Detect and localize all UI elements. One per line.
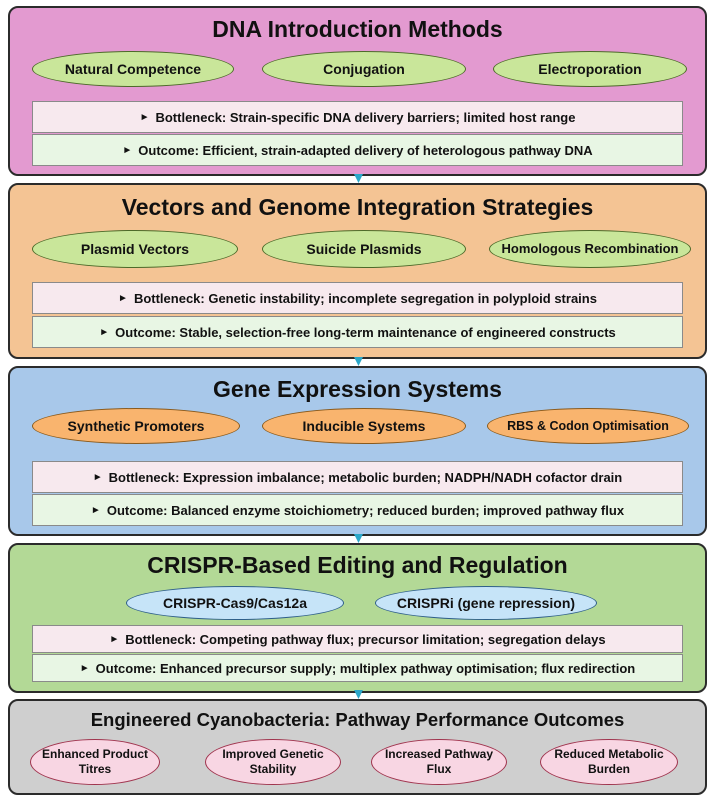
down-triangle-icon bbox=[354, 690, 363, 699]
section-gene-expression: Gene Expression Systems Synthetic Promot… bbox=[8, 366, 707, 536]
bullet-marker: ► bbox=[109, 633, 120, 645]
section-pathway-outcomes: Engineered Cyanobacteria: Pathway Perfor… bbox=[8, 699, 707, 795]
section-crispr: CRISPR-Based Editing and Regulation CRIS… bbox=[8, 543, 707, 693]
bottleneck-box: ► Bottleneck: Strain-specific DNA delive… bbox=[32, 101, 683, 133]
bottleneck-box: ► Bottleneck: Genetic instability; incom… bbox=[32, 282, 683, 314]
method-homologous-recombination: Homologous Recombination bbox=[489, 230, 691, 268]
method-plasmid-vectors: Plasmid Vectors bbox=[32, 230, 238, 268]
section-title: CRISPR-Based Editing and Regulation bbox=[147, 552, 568, 578]
outcome-box: ► Outcome: Enhanced precursor supply; mu… bbox=[32, 654, 683, 682]
down-triangle-icon bbox=[354, 357, 363, 366]
outcome-text: Outcome: Enhanced precursor supply; mult… bbox=[95, 660, 636, 676]
outcome-enhanced-product-titres: Enhanced Product Titres bbox=[30, 739, 160, 785]
section-title: Vectors and Genome Integration Strategie… bbox=[121, 194, 594, 220]
method-crispri: CRISPRi (gene repression) bbox=[375, 586, 597, 620]
section-title: DNA Introduction Methods bbox=[212, 16, 503, 42]
method-crispr-cas: CRISPR-Cas9/Cas12a bbox=[126, 586, 344, 620]
bullet-marker: ► bbox=[92, 471, 103, 483]
section-vectors-integration: Vectors and Genome Integration Strategie… bbox=[8, 183, 707, 359]
bullet-marker: ► bbox=[99, 326, 110, 338]
bottleneck-text: Bottleneck: Strain-specific DNA delivery… bbox=[155, 109, 576, 125]
method-natural-competence: Natural Competence bbox=[32, 51, 234, 87]
down-triangle-icon bbox=[354, 174, 363, 183]
bullet-marker: ► bbox=[139, 111, 150, 123]
outcome-reduced-metabolic-burden: Reduced Metabolic Burden bbox=[540, 739, 678, 785]
outcome-box: ► Outcome: Stable, selection-free long-t… bbox=[32, 316, 683, 348]
method-rbs-codon-optimisation: RBS & Codon Optimisation bbox=[487, 408, 689, 444]
bullet-marker: ► bbox=[118, 292, 128, 304]
outcome-text: Outcome: Efficient, strain-adapted deliv… bbox=[138, 142, 593, 158]
bottleneck-text: Bottleneck: Competing pathway flux; prec… bbox=[125, 631, 606, 647]
method-suicide-plasmids: Suicide Plasmids bbox=[262, 230, 466, 268]
method-conjugation: Conjugation bbox=[262, 51, 466, 87]
bullet-marker: ► bbox=[122, 144, 133, 156]
section-dna-introduction: DNA Introduction Methods Natural Compete… bbox=[8, 6, 707, 176]
method-electroporation: Electroporation bbox=[493, 51, 687, 87]
section-title: Engineered Cyanobacteria: Pathway Perfor… bbox=[90, 709, 625, 730]
outcome-text: Outcome: Stable, selection-free long-ter… bbox=[115, 324, 616, 340]
bottleneck-box: ► Bottleneck: Competing pathway flux; pr… bbox=[32, 625, 683, 653]
method-synthetic-promoters: Synthetic Promoters bbox=[32, 408, 240, 444]
down-triangle-icon bbox=[354, 534, 363, 543]
outcome-increased-pathway-flux: Increased Pathway Flux bbox=[371, 739, 507, 785]
section-title: Gene Expression Systems bbox=[213, 376, 502, 402]
bullet-marker: ► bbox=[90, 504, 101, 516]
bottleneck-text: Bottleneck: Expression imbalance; metabo… bbox=[108, 469, 623, 485]
outcome-text: Outcome: Balanced enzyme stoichiometry; … bbox=[106, 502, 625, 518]
bullet-marker: ► bbox=[79, 662, 90, 674]
outcome-box: ► Outcome: Efficient, strain-adapted del… bbox=[32, 134, 683, 166]
bottleneck-box: ► Bottleneck: Expression imbalance; meta… bbox=[32, 461, 683, 493]
outcome-improved-genetic-stability: Improved Genetic Stability bbox=[205, 739, 341, 785]
outcome-box: ► Outcome: Balanced enzyme stoichiometry… bbox=[32, 494, 683, 526]
bottleneck-text: Bottleneck: Genetic instability; incompl… bbox=[133, 290, 597, 306]
method-inducible-systems: Inducible Systems bbox=[262, 408, 466, 444]
